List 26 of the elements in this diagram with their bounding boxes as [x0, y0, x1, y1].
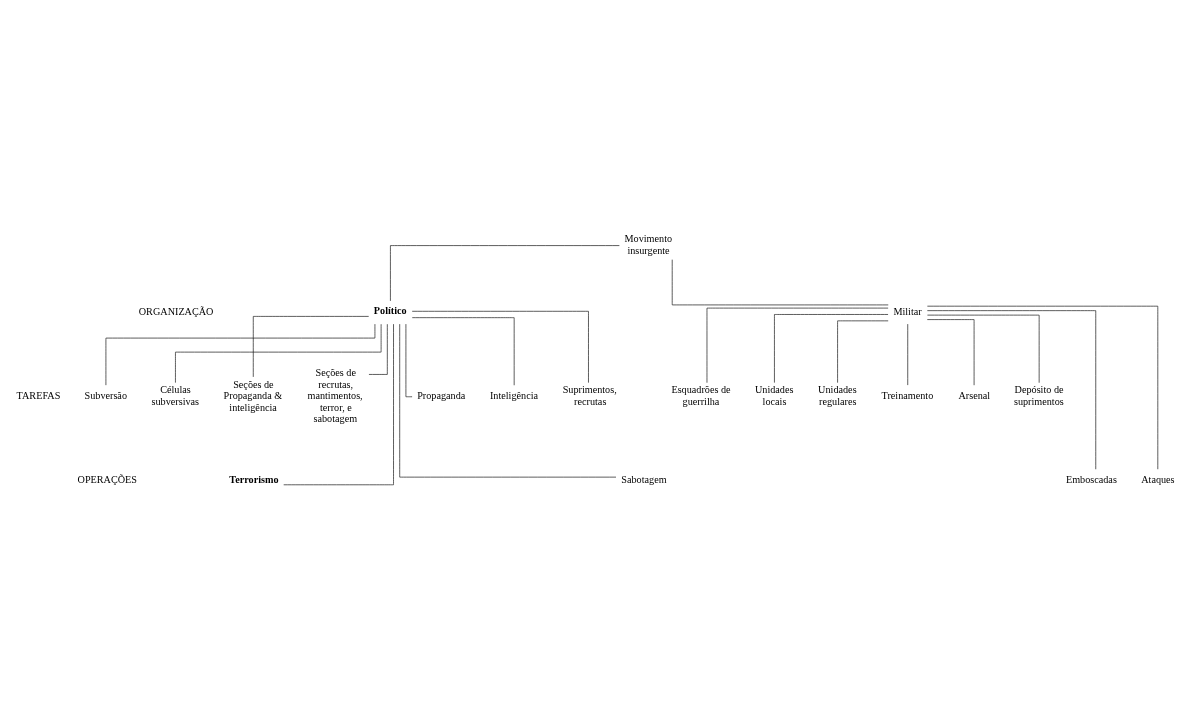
node-text: Seções de Propaganda & inteligência	[223, 378, 283, 413]
node-text: Suprimentos, recrutas	[562, 384, 617, 407]
node-text: Militar	[893, 305, 922, 317]
node-text: Propaganda	[417, 390, 466, 402]
node-text: Arsenal	[958, 390, 991, 402]
node-text: Esquadrões de guerrilha	[671, 384, 731, 407]
node-text: Movimento insurgente	[624, 233, 673, 256]
node-text: Subversão	[84, 390, 127, 402]
connector	[252, 316, 369, 378]
label: OPERAÇÕES	[77, 474, 137, 486]
connector	[105, 323, 376, 386]
connector	[175, 323, 382, 383]
label: ORGANIZAÇÃO	[138, 305, 214, 317]
label: TAREFAS	[16, 390, 61, 402]
node-text: Emboscadas	[1065, 474, 1117, 486]
node-text: Unidades regulares	[818, 384, 857, 407]
node-text: Treinamento	[881, 390, 934, 402]
node-text: Células subversivas	[151, 384, 200, 407]
node-text: Depósito de suprimentos	[1013, 384, 1064, 407]
node-text: Sabotagem	[621, 474, 667, 486]
node-text: Ataques	[1141, 474, 1175, 486]
node-text: Político	[373, 305, 407, 317]
node-text: Unidades locais	[754, 384, 794, 407]
node-text: Seções de recrutas, mantimentos, terror, e sabotagem	[307, 367, 363, 425]
node-text: Inteligência	[489, 390, 539, 402]
node-text: Terrorismo	[229, 473, 279, 485]
